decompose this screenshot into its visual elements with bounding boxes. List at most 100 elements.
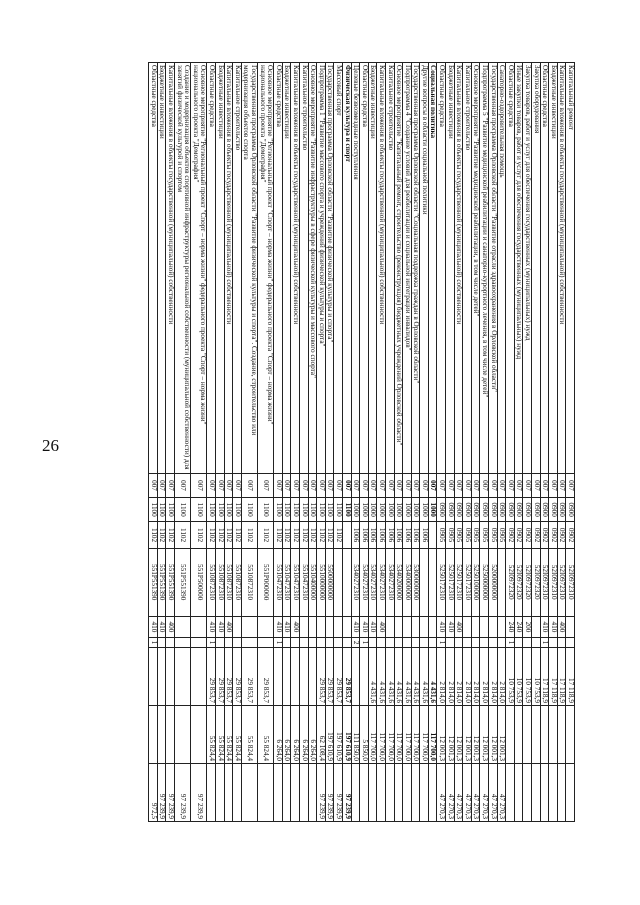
row-section: 1100 — [299, 497, 309, 522]
row-ved: 007 — [299, 473, 309, 498]
row-name: Санаторно-оздоровительная помощь — [497, 62, 506, 474]
row-name: Государственная программа Орловской обла… — [488, 62, 498, 474]
row-expense-type — [419, 616, 429, 638]
row-name: Государственная программа Орловской обла… — [411, 62, 420, 474]
row-sum-3: 47 270,3 — [488, 763, 498, 822]
row-sum-2 — [557, 705, 566, 764]
row-ved: 007 — [282, 473, 291, 498]
row-source-mark — [166, 637, 175, 648]
row-subsection: 0905 — [462, 521, 472, 549]
row-sum-2: 6 264,0 — [299, 705, 309, 764]
row-name: Областные средства — [206, 62, 216, 474]
row-sum-2 — [548, 705, 558, 764]
row-sum-1: 29 853,7 — [257, 647, 274, 706]
row-subsection: 1102 — [290, 521, 300, 549]
row-target-article: 5340272310 — [368, 548, 377, 617]
row-sum-2: 117 700,0 — [402, 705, 412, 764]
row-target-article: 5340272310 — [385, 548, 395, 617]
row-name: Капитальные вложения в объекты государст… — [454, 62, 463, 474]
row-ved: 007 — [548, 473, 558, 498]
row-expense-type: 410 — [548, 616, 558, 638]
row-subsection: 1102 — [241, 521, 258, 549]
page-number: 26 — [42, 436, 59, 455]
row-target-article: 52I0972320 — [522, 548, 532, 617]
row-section: 0900 — [531, 497, 541, 522]
row-sum-2: 197 610,9 — [333, 705, 343, 764]
row-sum-1: 2 814,0 — [445, 647, 455, 706]
row-target-article: 5510472310 — [290, 548, 300, 617]
row-name: Капитальные вложения в объекты государст… — [290, 62, 300, 474]
row-expense-type — [531, 616, 541, 638]
row-target-article — [342, 548, 352, 617]
row-sum-2 — [540, 705, 549, 764]
row-source-mark — [342, 637, 352, 648]
row-section: 0900 — [505, 497, 515, 522]
row-target-article: 5340272310 — [359, 548, 369, 617]
row-ved: 007 — [308, 473, 317, 498]
row-target-article: 5300000000 — [411, 548, 420, 617]
row-source-mark — [325, 637, 334, 648]
row-section: 0900 — [548, 497, 558, 522]
row-source-mark — [215, 637, 225, 648]
row-sum-3 — [394, 763, 403, 822]
table-row: Основное мероприятие "Капитальный ремонт… — [394, 62, 403, 822]
row-sum-2 — [166, 705, 175, 764]
row-sum-1: 2 814,0 — [479, 647, 489, 706]
row-sum-3 — [232, 763, 242, 822]
row-sum-2: 117 700,0 — [376, 705, 386, 764]
row-sum-1: 4 431,6 — [368, 647, 377, 706]
row-sum-1: 29 853,7 — [342, 647, 352, 706]
row-sum-2: 117 700,0 — [428, 705, 437, 764]
row-ved: 007 — [505, 473, 515, 498]
row-section: 0900 — [454, 497, 463, 522]
row-sum-3 — [531, 763, 541, 822]
row-sum-2: 12 001,3 — [454, 705, 463, 764]
row-subsection: 1006 — [385, 521, 395, 549]
row-sum-1 — [174, 647, 191, 706]
row-expense-type — [325, 616, 334, 638]
row-source-mark — [497, 637, 506, 648]
row-target-article: 52I0972310 — [540, 548, 549, 617]
row-subsection: 1102 — [206, 521, 216, 549]
row-sum-3: 97 239,9 — [316, 763, 326, 822]
row-sum-2: 12 001,3 — [437, 705, 446, 764]
row-target-article: 5510872310 — [215, 548, 225, 617]
row-expense-type — [428, 616, 437, 638]
row-target-article: 551P551390 — [166, 548, 175, 617]
row-name: Подпрограмма 1 "Развитие массового спорт… — [316, 62, 326, 474]
row-expense-type — [385, 616, 395, 638]
row-ved: 007 — [257, 473, 274, 498]
row-sum-2: 55 824,4 — [241, 705, 258, 764]
table-row: Основное мероприятие "Региональный проек… — [190, 62, 207, 822]
row-sum-1 — [166, 647, 175, 706]
row-source-mark — [488, 637, 498, 648]
row-sum-1: 2 814,0 — [488, 647, 498, 706]
row-subsection: 1006 — [368, 521, 377, 549]
row-target-article: 5250172310 — [454, 548, 463, 617]
row-source-mark — [232, 637, 242, 648]
row-sum-2 — [505, 705, 515, 764]
row-ved: 007 — [445, 473, 455, 498]
row-sum-3: 47 270,3 — [454, 763, 463, 822]
row-ved: 007 — [488, 473, 498, 498]
row-section: 1100 — [241, 497, 258, 522]
row-section: 1100 — [257, 497, 274, 522]
row-section: 1100 — [290, 497, 300, 522]
row-section: 1100 — [308, 497, 317, 522]
row-expense-type: 410 — [215, 616, 225, 638]
row-section: 1000 — [376, 497, 386, 522]
row-sum-1: 17 118,9 — [565, 647, 575, 706]
row-expense-type — [497, 616, 506, 638]
row-sum-2: 12 001,3 — [479, 705, 489, 764]
row-target-article: 52I0972320 — [514, 548, 523, 617]
row-sum-3 — [241, 763, 258, 822]
row-sum-2: 5 850,0 — [359, 705, 369, 764]
row-section: 0900 — [514, 497, 523, 522]
row-sum-1 — [273, 647, 283, 706]
row-expense-type: 410 — [157, 616, 166, 638]
row-sum-3: 47 270,3 — [497, 763, 506, 822]
